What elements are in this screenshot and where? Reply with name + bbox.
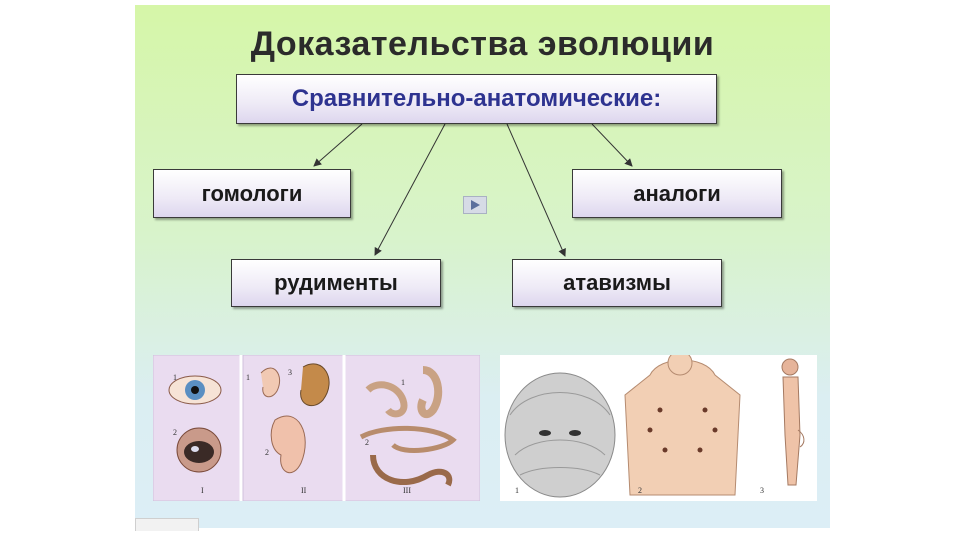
rudiment-marker: 1 [246, 373, 250, 382]
analogs-box: аналоги [572, 169, 782, 218]
arrow-to-analogs [592, 124, 632, 166]
rudiment-marker: 1 [401, 378, 405, 387]
roman-numeral: I [201, 486, 204, 495]
atavisms-illustration: 1 2 3 [500, 355, 817, 501]
rudiments-illustration: 1 2 1 3 2 1 2 I II III [153, 355, 480, 501]
rudiment-marker: 3 [288, 368, 292, 377]
rudiment-marker: 1 [173, 373, 177, 382]
arrow-to-atavisms [507, 124, 565, 256]
atavisms-box: атавизмы [512, 259, 722, 307]
roman-numeral: II [301, 486, 307, 495]
play-icon[interactable] [463, 196, 487, 214]
rudiments-box: рудименты [231, 259, 441, 307]
atavism-marker: 2 [638, 486, 642, 495]
atavism-marker: 3 [760, 486, 764, 495]
comparative-anatomy-box: Сравнительно-анатомические: [236, 74, 717, 124]
arrow-to-homologs [314, 124, 362, 166]
homologs-box: гомологи [153, 169, 351, 218]
arrow-to-rudiments [375, 124, 445, 255]
rudiment-marker: 2 [265, 448, 269, 457]
roman-numeral: III [403, 486, 411, 495]
atavism-marker: 1 [515, 486, 519, 495]
hairy-face-icon [505, 373, 615, 497]
slide-tab[interactable] [135, 518, 199, 531]
rudiment-marker: 2 [365, 438, 369, 447]
eye-membrane-icon [177, 428, 221, 472]
rudiment-marker: 2 [173, 428, 177, 437]
